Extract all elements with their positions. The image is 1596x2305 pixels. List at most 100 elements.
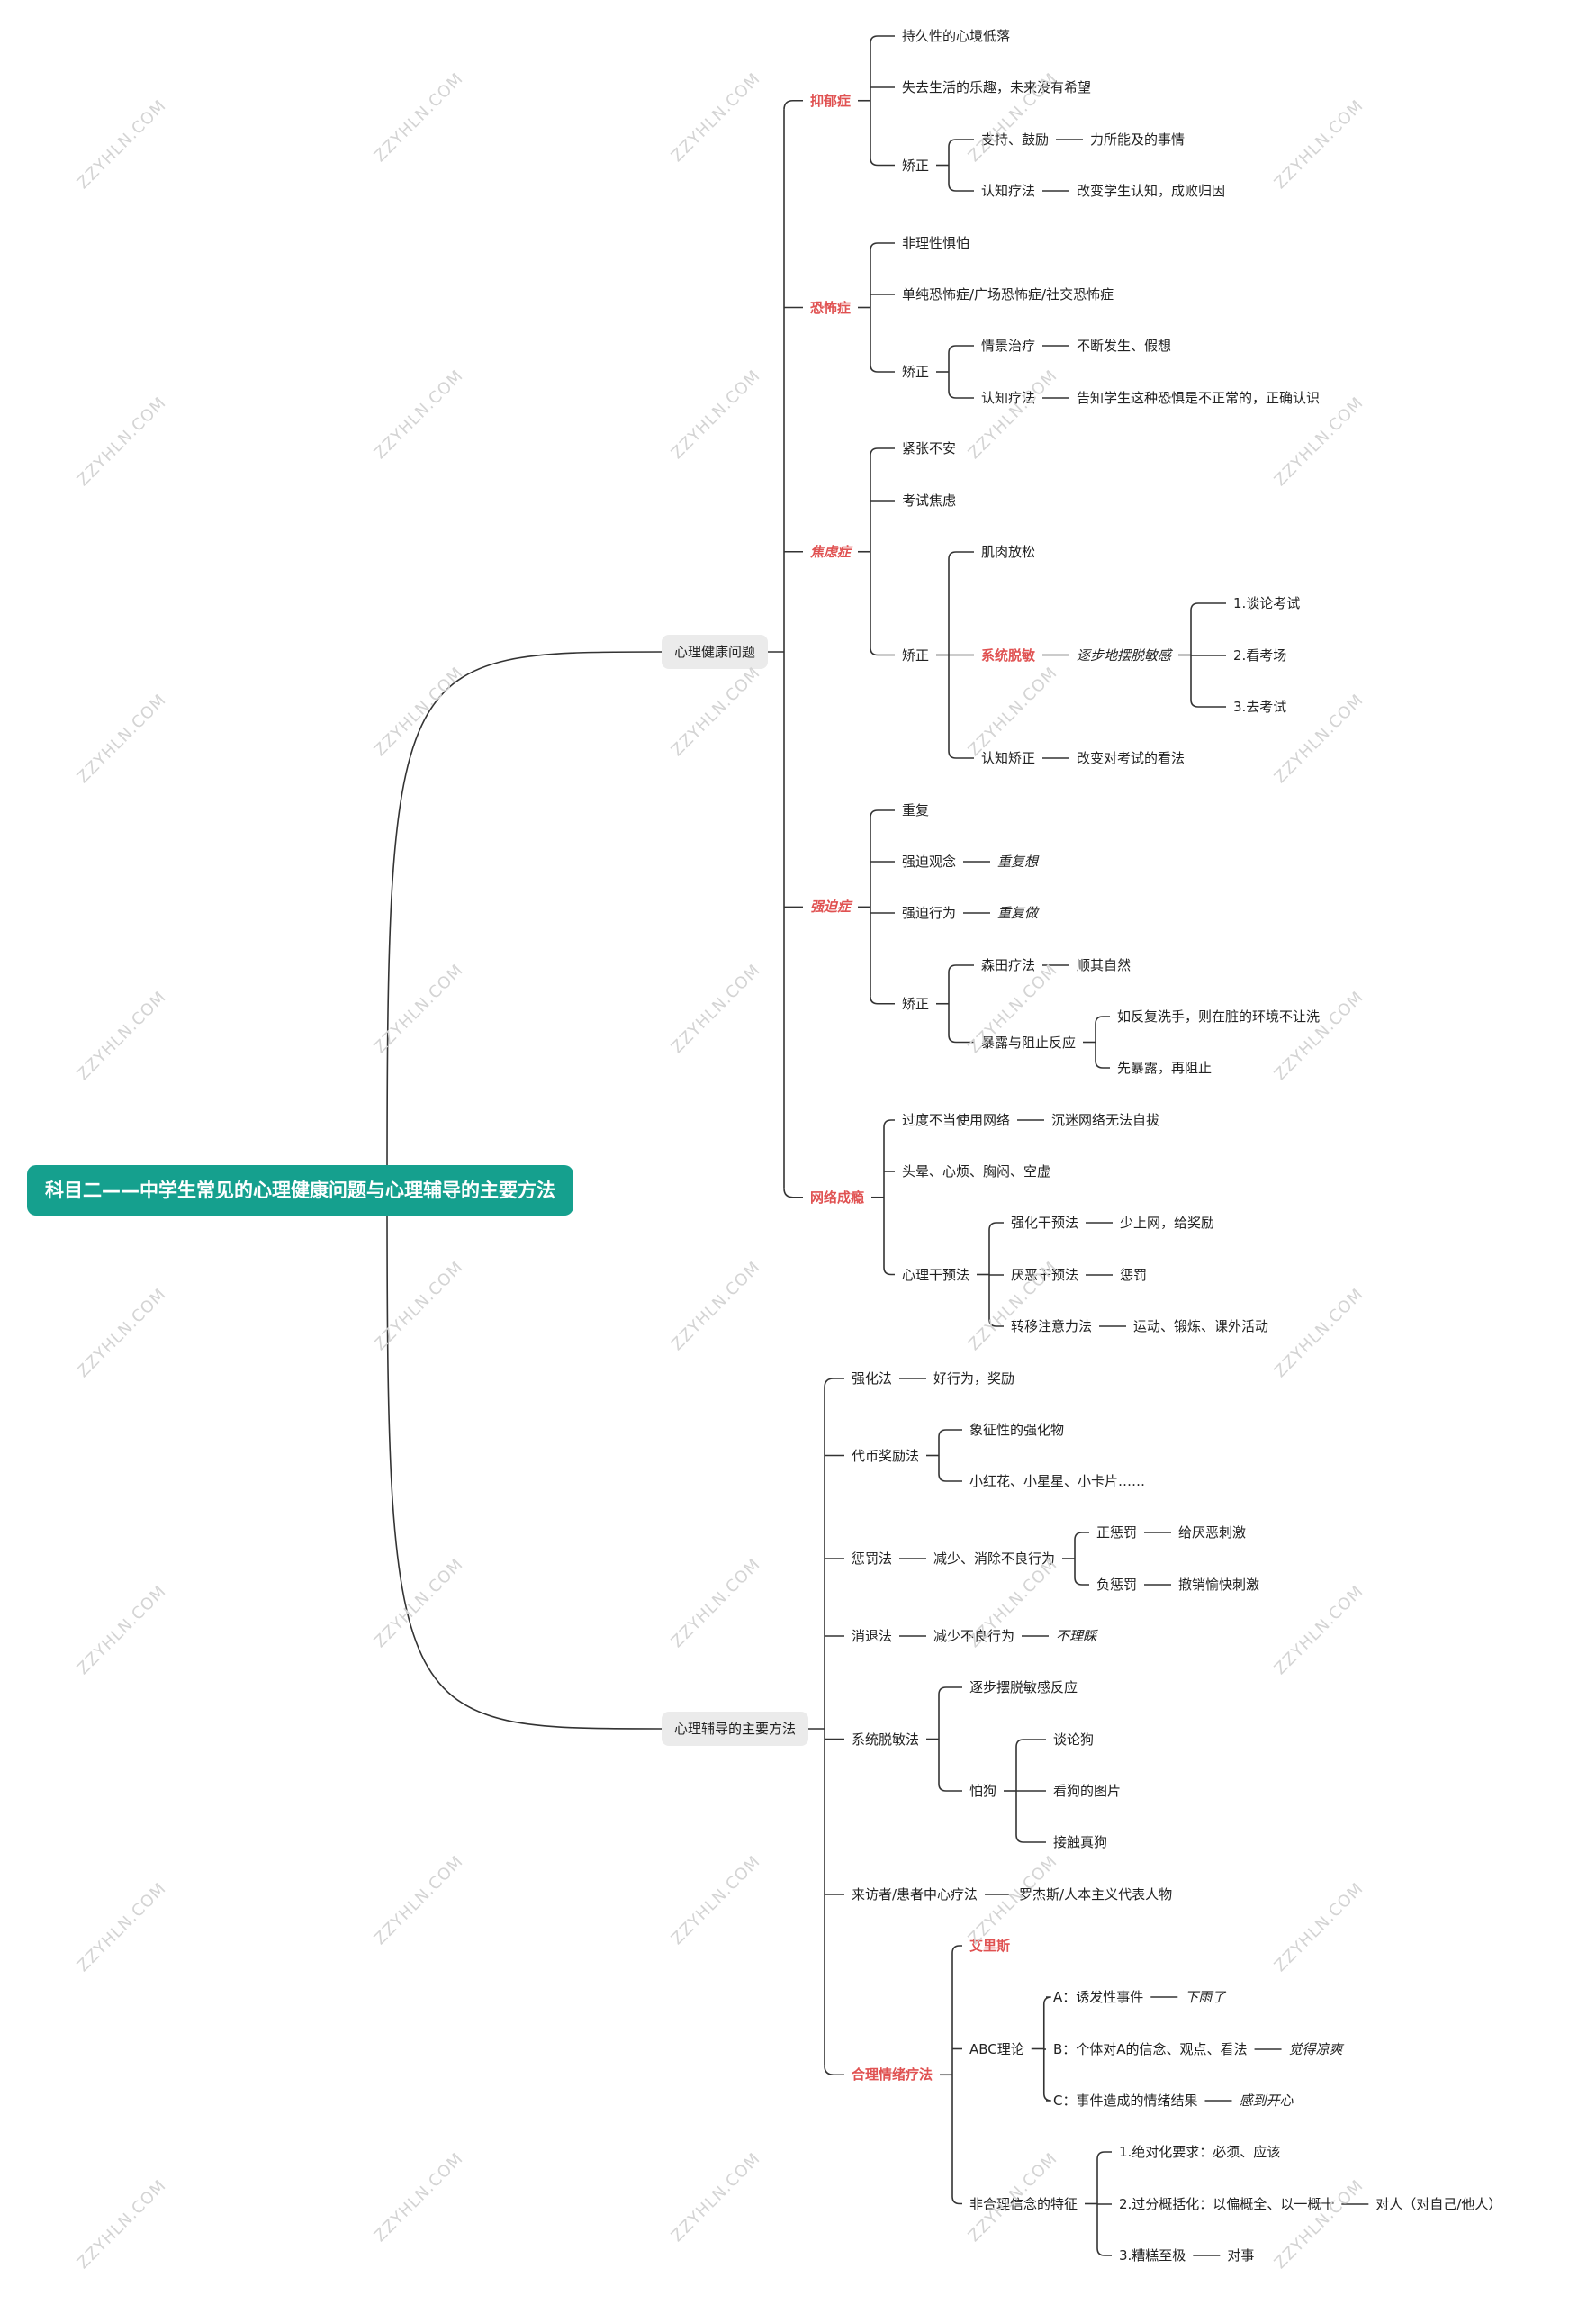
subtopic-node[interactable]: 好行为，奖励 — [933, 1370, 1015, 1387]
subtopic-node[interactable]: 沉迷网络无法自拔 — [1051, 1112, 1160, 1128]
subtopic-node[interactable]: 厌恶干预法 — [1011, 1267, 1079, 1283]
topic-恐怖症[interactable]: 恐怖症 — [810, 299, 852, 316]
subtopic-node[interactable]: 少上网，给奖励 — [1120, 1215, 1215, 1231]
subtopic-node[interactable]: 正惩罚 — [1096, 1524, 1138, 1541]
topic-系统脱敏法[interactable]: 系统脱敏法 — [852, 1731, 920, 1748]
root-topic[interactable]: 科目二——中学生常见的心理健康问题与心理辅导的主要方法 — [27, 1165, 573, 1216]
topic-强迫症[interactable]: 强迫症 — [810, 899, 852, 916]
subtopic-node[interactable]: 单纯恐怖症/广场恐怖症/社交恐怖症 — [902, 286, 1114, 303]
subtopic-node[interactable]: 3.去考试 — [1233, 699, 1287, 715]
subtopic-node[interactable]: 撤销愉快刺激 — [1178, 1577, 1260, 1593]
subtopic-node[interactable]: A：诱发性事件 — [1053, 1989, 1144, 2005]
topic-代币奖励法[interactable]: 代币奖励法 — [852, 1447, 920, 1464]
subtopic-node[interactable]: 下雨了 — [1185, 1989, 1226, 2005]
connector-line — [938, 1473, 962, 1482]
topic-焦虑症[interactable]: 焦虑症 — [810, 543, 852, 560]
subtopic-node[interactable]: 系统脱敏 — [981, 646, 1036, 664]
subtopic-node[interactable]: 3.糟糕至极 — [1119, 2247, 1186, 2264]
subtopic-node[interactable]: 转移注意力法 — [1011, 1318, 1093, 1334]
subtopic-node[interactable]: 持久性的心境低落 — [902, 28, 1011, 44]
subtopic-node[interactable]: 不理睬 — [1056, 1628, 1097, 1644]
subtopic-node[interactable]: C：事件造成的情绪结果 — [1053, 2093, 1198, 2109]
subtopic-node[interactable]: 怕狗 — [969, 1783, 997, 1799]
subtopic-node[interactable]: 情景治疗 — [981, 338, 1036, 354]
subtopic-node[interactable]: 先暴露，再阻止 — [1117, 1060, 1213, 1076]
subtopic-node[interactable]: 重复想 — [997, 854, 1039, 870]
subtopic-node[interactable]: 感到开心 — [1239, 2093, 1294, 2109]
subtopic-node[interactable]: 谈论狗 — [1053, 1731, 1095, 1748]
connector-line — [951, 1945, 962, 1954]
subtopic-node[interactable]: 运动、锻炼、课外活动 — [1133, 1318, 1269, 1334]
subtopic-node[interactable]: 不断发生、假想 — [1077, 338, 1172, 354]
subtopic-node[interactable]: 非理性惧怕 — [902, 235, 970, 251]
subtopic-node[interactable]: 森田疗法 — [981, 957, 1036, 973]
subtopic-node[interactable]: 强迫观念 — [902, 854, 957, 870]
subtopic-node[interactable]: 矫正 — [902, 364, 930, 380]
subtopic-node[interactable]: 逐步摆脱敏感反应 — [969, 1679, 1078, 1695]
subtopic-node[interactable]: 认知疗法 — [981, 183, 1036, 199]
subtopic-node[interactable]: 给厌恶刺激 — [1178, 1524, 1247, 1541]
subtopic-node[interactable]: 顺其自然 — [1077, 957, 1132, 973]
connector-line — [870, 364, 895, 373]
subtopic-node[interactable]: 减少、消除不良行为 — [933, 1550, 1056, 1567]
topic-抑郁症[interactable]: 抑郁症 — [810, 92, 852, 109]
subtopic-node[interactable]: 逐步地摆脱敏感 — [1077, 646, 1172, 664]
subtopic-node[interactable]: 看狗的图片 — [1053, 1783, 1122, 1799]
subtopic-node[interactable]: 对事 — [1227, 2247, 1255, 2264]
subtopic-node[interactable]: 暴露与阻止反应 — [981, 1034, 1077, 1051]
subtopic-node[interactable]: 肌肉放松 — [981, 544, 1036, 560]
topic-网络成瘾[interactable]: 网络成瘾 — [810, 1189, 865, 1206]
subtopic-node[interactable]: 惩罚 — [1120, 1267, 1148, 1283]
subtopic-node[interactable]: 2.过分概括化：以偏概全、以一概十 — [1119, 2196, 1335, 2212]
subtopic-node[interactable]: 觉得凉爽 — [1288, 2041, 1343, 2057]
connector-line — [1074, 1532, 1089, 1541]
subtopic-node[interactable]: 非合理信念的特征 — [969, 2195, 1078, 2212]
subtopic-node[interactable]: 强化干预法 — [1011, 1215, 1079, 1231]
subtopic-node[interactable]: 改变学生认知，成败归因 — [1077, 183, 1226, 199]
branch-counseling-methods[interactable]: 心理辅导的主要方法 — [662, 1712, 809, 1746]
subtopic-node[interactable]: 认知疗法 — [981, 390, 1036, 406]
subtopic-node[interactable]: 如反复洗手，则在脏的环境不让洗 — [1117, 1008, 1321, 1025]
subtopic-node[interactable]: 对人（对自己/他人） — [1375, 2196, 1502, 2212]
subtopic-node[interactable]: 矫正 — [902, 157, 930, 174]
subtopic-node[interactable]: 支持、鼓励 — [981, 131, 1050, 148]
subtopic-node[interactable]: 罗杰斯/人本主义代表人物 — [1019, 1886, 1173, 1903]
subtopic-node[interactable]: 心理干预法 — [902, 1266, 970, 1283]
subtopic-node[interactable]: 头晕、心烦、胸闷、空虚 — [902, 1163, 1051, 1180]
subtopic-node[interactable]: 力所能及的事情 — [1090, 131, 1186, 148]
topic-消退法[interactable]: 消退法 — [852, 1628, 893, 1644]
subtopic-node[interactable]: 接触真狗 — [1053, 1834, 1108, 1850]
subtopic-node[interactable]: 小红花、小星星、小卡片…… — [969, 1473, 1146, 1489]
connector-line — [1015, 1834, 1046, 1843]
subtopic-node[interactable]: 改变对考试的看法 — [1077, 750, 1186, 766]
connector-line — [948, 750, 974, 759]
topic-惩罚法[interactable]: 惩罚法 — [852, 1550, 893, 1567]
subtopic-node[interactable]: 重复做 — [997, 905, 1039, 921]
subtopic-node[interactable]: 减少不良行为 — [933, 1628, 1015, 1644]
subtopic-node[interactable]: 艾里斯 — [969, 1938, 1011, 1954]
subtopic-node[interactable]: 矫正 — [902, 995, 930, 1012]
branch-mental-health-problems[interactable]: 心理健康问题 — [662, 635, 769, 669]
subtopic-node[interactable]: 考试焦虑 — [902, 493, 957, 509]
topic-强化法[interactable]: 强化法 — [852, 1370, 893, 1387]
subtopic-node[interactable]: 强迫行为 — [902, 905, 957, 921]
subtopic-node[interactable]: 紧张不安 — [902, 440, 957, 456]
connector-line — [824, 2065, 844, 2076]
topic-来访者/患者中心疗法[interactable]: 来访者/患者中心疗法 — [852, 1886, 978, 1903]
subtopic-node[interactable]: 1.谈论考试 — [1233, 595, 1301, 611]
subtopic-node[interactable]: 认知矫正 — [981, 750, 1036, 766]
subtopic-node[interactable]: 重复 — [902, 802, 930, 818]
subtopic-node[interactable]: 失去生活的乐趣，未来没有希望 — [902, 79, 1092, 95]
connector-line — [870, 447, 895, 456]
subtopic-node[interactable]: 过度不当使用网络 — [902, 1112, 1011, 1128]
subtopic-node[interactable]: 负惩罚 — [1096, 1577, 1138, 1593]
topic-合理情绪疗法[interactable]: 合理情绪疗法 — [852, 2066, 933, 2084]
subtopic-node[interactable]: B：个体对A的信念、观点、看法 — [1053, 2041, 1248, 2057]
subtopic-node[interactable]: 1.绝对化要求：必须、应该 — [1119, 2144, 1281, 2160]
subtopic-node[interactable]: 告知学生这种恐惧是不正常的，正确认识 — [1077, 390, 1321, 406]
subtopic-node[interactable]: 矫正 — [902, 646, 930, 664]
subtopic-node[interactable]: 2.看考场 — [1233, 647, 1287, 664]
subtopic-node[interactable]: ABC理论 — [969, 2040, 1024, 2057]
subtopic-node[interactable]: 象征性的强化物 — [969, 1422, 1065, 1438]
